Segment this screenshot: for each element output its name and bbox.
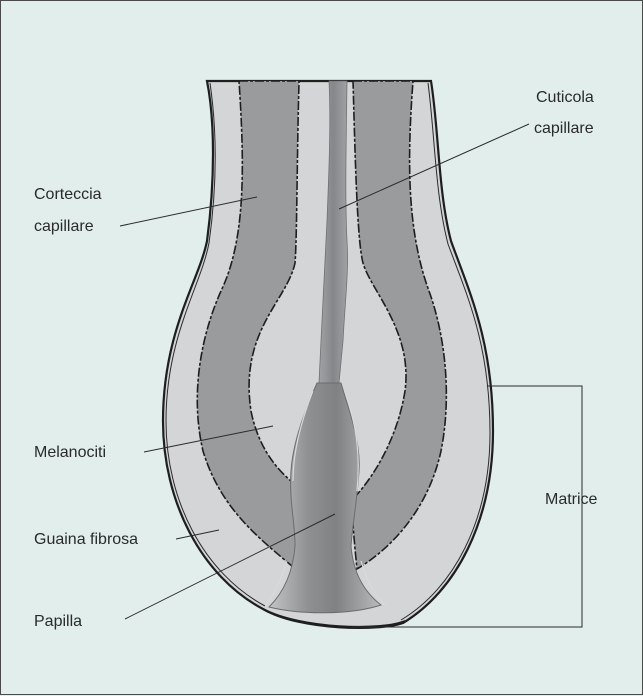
label-melanociti: Melanociti [34, 444, 106, 461]
label-corteccia-1: Corteccia [34, 186, 102, 203]
label-corteccia-2: capillare [34, 218, 94, 235]
label-papilla: Papilla [34, 613, 82, 630]
label-guaina: Guaina fibrosa [34, 531, 138, 548]
label-cuticola-1: Cuticola [536, 89, 594, 106]
label-matrice: Matrice [545, 491, 598, 508]
label-cuticola-2: capillare [534, 120, 594, 137]
